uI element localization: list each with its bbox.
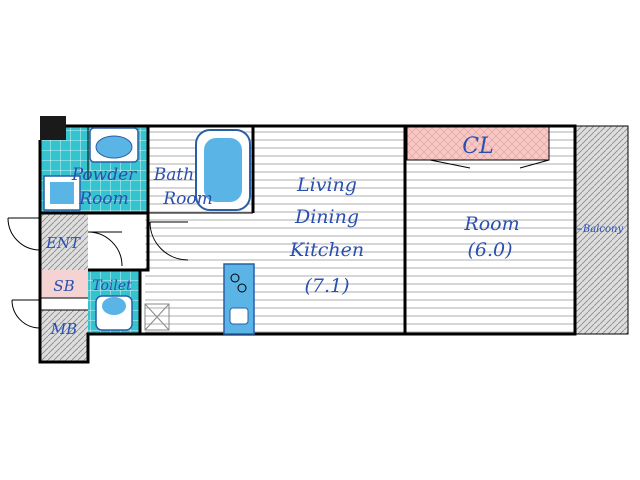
- meter-box-label: MB: [50, 320, 77, 338]
- balcony-label: Balcony: [582, 224, 624, 235]
- outer-wall: [38, 124, 577, 364]
- bath-room-label-1: Bath: [153, 165, 194, 185]
- fridge-space: [144, 303, 170, 331]
- entrance-door: [7, 217, 41, 251]
- ldk-label-3: Kitchen: [289, 239, 364, 261]
- fridge-space-cross: [144, 303, 170, 331]
- washing-drum-icon: [50, 182, 74, 204]
- entrance-label: ENT: [45, 234, 81, 252]
- bathtub-basin-icon: [204, 138, 242, 202]
- structural-column: [40, 116, 66, 140]
- closet-label: CL: [462, 134, 493, 159]
- bath-room-label-2: Room: [162, 189, 212, 209]
- sb-mb-divider: [40, 297, 88, 311]
- toilet-door: [87, 231, 123, 267]
- stove-burner-icon: [237, 283, 247, 293]
- meter-box-door: [11, 299, 41, 329]
- powder-room-label-1: Powder: [71, 165, 137, 185]
- toilet-bowl-icon: [102, 297, 126, 315]
- room-size: (6.0): [467, 239, 512, 261]
- shoe-box: [40, 270, 88, 298]
- meter-box: [40, 310, 88, 362]
- powder-room-label-2: Room: [78, 189, 128, 209]
- ldk-label-1: Living: [296, 174, 357, 196]
- toilet-label: Toilet: [92, 278, 132, 294]
- room-label: Room: [463, 213, 519, 235]
- washbasin-bowl-icon: [95, 135, 133, 159]
- balcony-area: [575, 125, 629, 335]
- shoe-box-label: SB: [53, 277, 74, 295]
- wet-area-wall: [40, 211, 150, 272]
- ldk-size: (7.1): [304, 275, 349, 297]
- closet-door: [429, 159, 550, 169]
- entrance-floor: [40, 213, 88, 270]
- stove-burner-icon: [230, 273, 240, 283]
- kitchen-sink-icon: [229, 307, 249, 325]
- ldk-label-2: Dining: [294, 206, 359, 228]
- ldk-door: [149, 221, 189, 261]
